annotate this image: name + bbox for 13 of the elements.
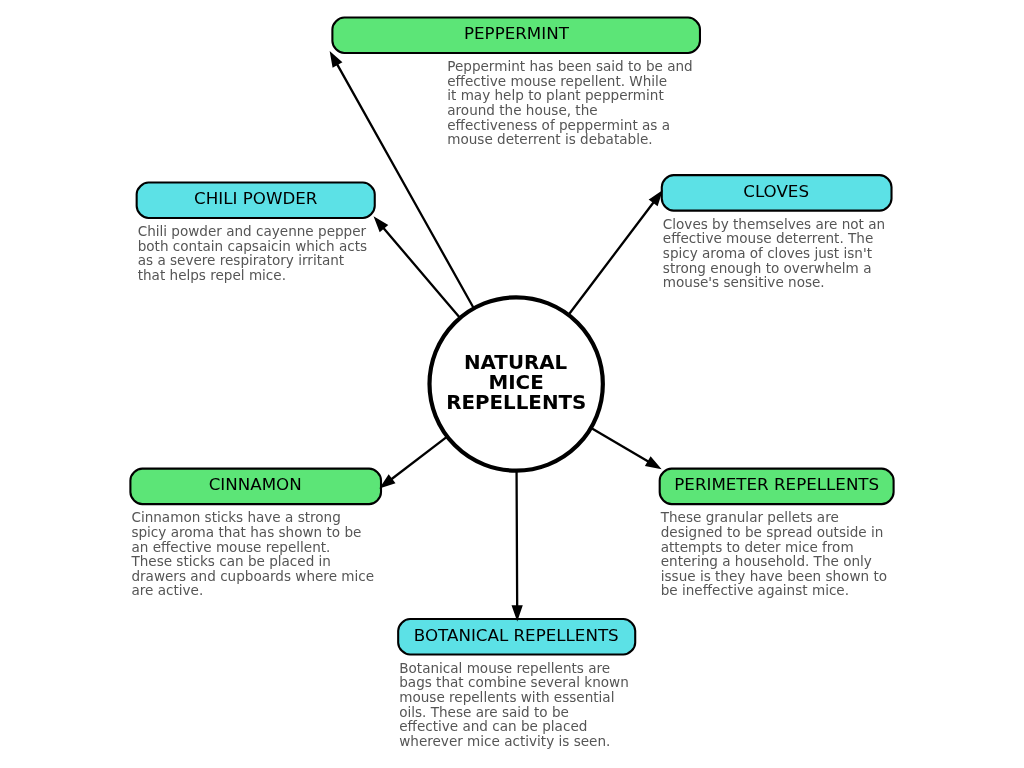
arrow [590, 427, 662, 470]
node-label: Chili powder and cayenne pepper both contain capsaicin which acts as a severe respiratory irritant that helps repel mice. [137, 223, 368, 283]
node-label: These granular pellets are designed to be spread outside in attempts to deter mice from entering a household. The only issue is they have been shown to be ineffective against mice. [660, 509, 888, 599]
node-label: Cinnamon sticks have a strong spicy aroma that has shown to be an effective mouse repellent. These sticks can be placed in drawers and cupboards where mice are active. [131, 509, 375, 599]
arrow [373, 216, 461, 319]
arrow [379, 435, 448, 489]
arrow [567, 190, 663, 316]
arrow [511, 470, 523, 622]
arrow [329, 50, 475, 309]
node-label: Botanical mouse repellents are bags that combine several known mouse repellents with essential oils. These are said to be effective and can be placed wherever mice activity is seen. [399, 659, 629, 749]
node-label: Peppermint has been said to be and effective mouse repellent. While it may help to plant peppermint around the house, the effectiveness of peppermint as a mouse deterrent is debatable. [447, 58, 693, 148]
node-label: Cloves by themselves are not an effective mouse deterrent. The spicy aroma of cloves just isn't strong enough to overwhelm a mouse's sensitive nose. [662, 215, 886, 291]
node-circle: NATURAL MICE REPELLENTS [427, 295, 605, 473]
